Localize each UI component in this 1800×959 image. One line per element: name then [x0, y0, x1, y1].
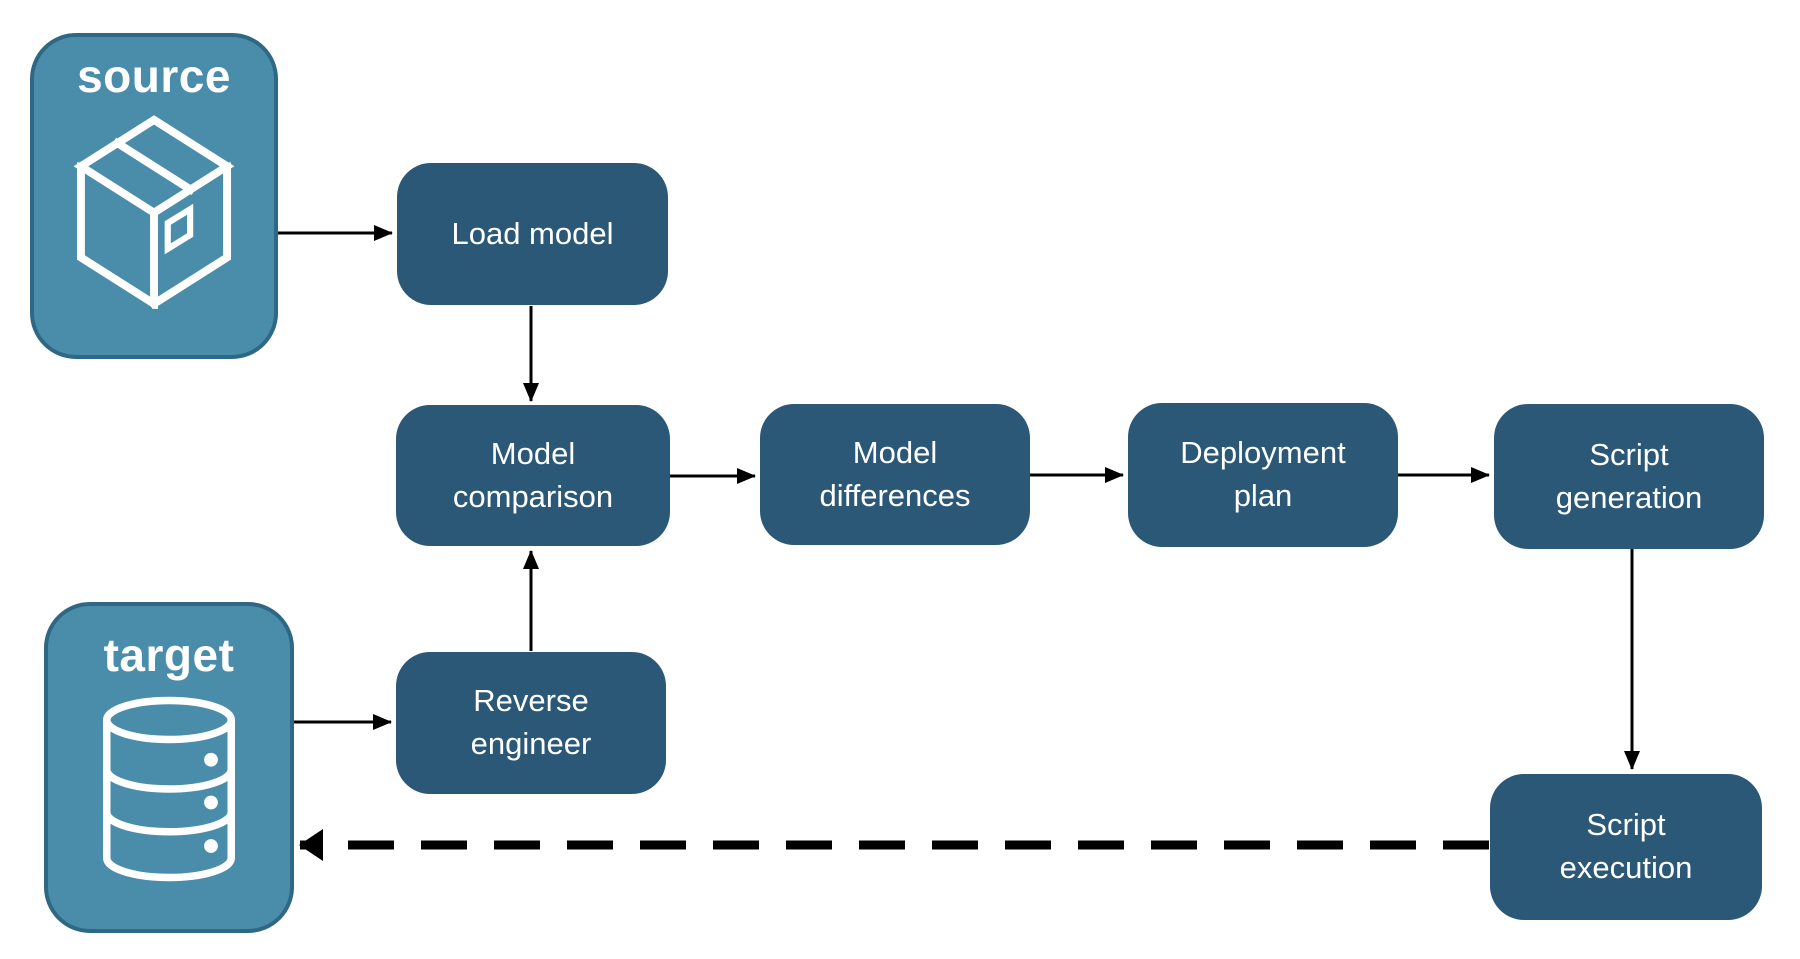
node-label: Deployment plan	[1180, 435, 1346, 513]
database-icon	[103, 696, 235, 882]
node-load-model: Load model	[397, 163, 668, 305]
node-script-execution: Script execution	[1490, 774, 1762, 920]
node-target: target	[44, 602, 294, 933]
node-model-comparison: Model comparison	[396, 405, 670, 546]
node-label: Script execution	[1559, 807, 1693, 885]
target-label: target	[103, 629, 235, 681]
node-model-differences: Model differences	[760, 404, 1030, 545]
node-label: Script generation	[1555, 436, 1703, 515]
package-icon	[73, 115, 235, 309]
source-label: source	[77, 50, 231, 102]
node-label: Reverse engineer	[470, 683, 592, 761]
node-source: source	[30, 33, 278, 359]
node-label: Model differences	[819, 434, 971, 513]
node-deployment-plan: Deployment plan	[1128, 403, 1398, 547]
node-label: Load model	[451, 215, 614, 251]
node-reverse-engineer: Reverse engineer	[396, 652, 666, 794]
node-label: Model comparison	[452, 435, 614, 514]
node-script-generation: Script generation	[1494, 404, 1764, 549]
